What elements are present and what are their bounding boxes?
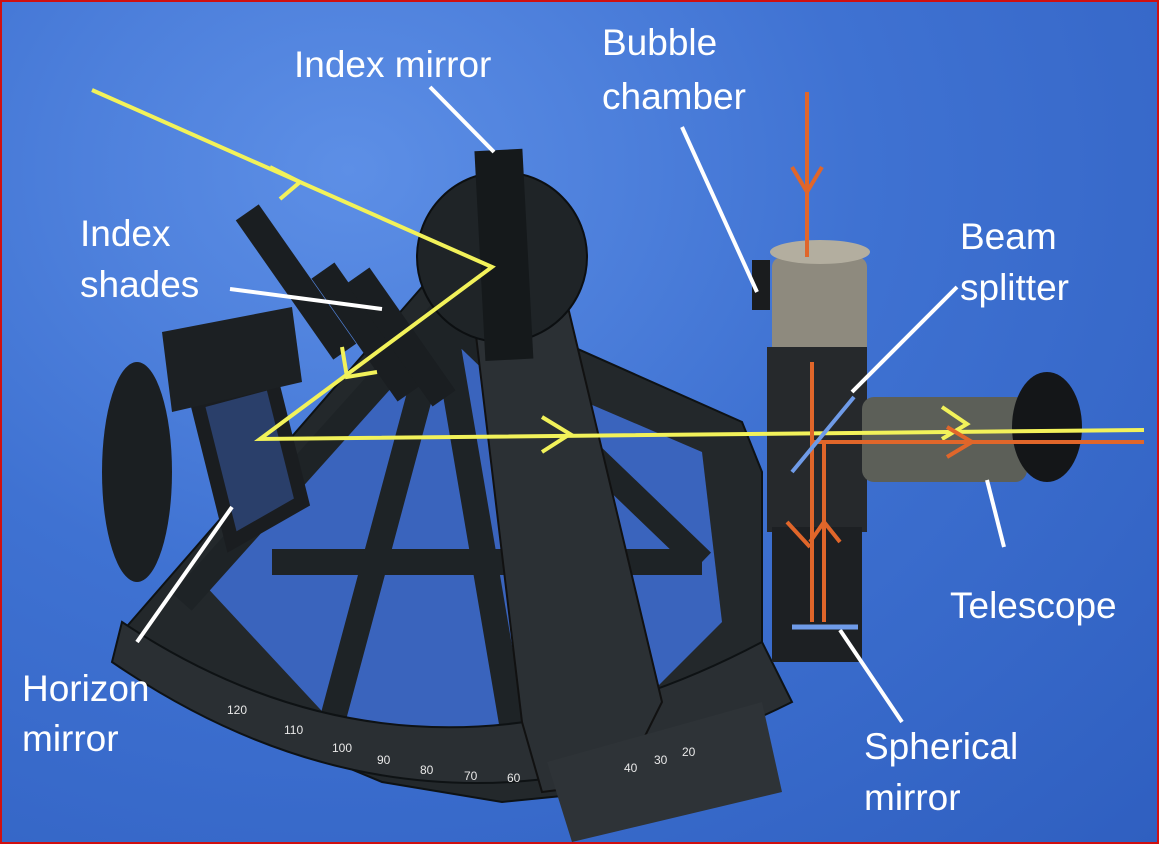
pointer-index-mirror	[428, 85, 496, 154]
bubble-chamber-cap	[770, 240, 870, 264]
arc-tick-label: 110	[284, 723, 303, 737]
index-mirror	[474, 148, 534, 362]
bubble-chamber-mount	[752, 260, 770, 310]
ray-arrow	[945, 425, 976, 459]
horizon-shade-bracket	[162, 307, 302, 412]
label-index-mirror: Index mirror	[294, 44, 492, 85]
label-index-shades-line2: shades	[80, 264, 200, 305]
pointer-lines	[135, 85, 1006, 724]
ray-arrow	[808, 518, 842, 544]
pointer-index-shades	[229, 287, 383, 311]
arc-tick-label: 120	[227, 703, 247, 717]
micrometer-tick-label: 30	[654, 753, 668, 767]
label-telescope: Telescope	[950, 585, 1117, 626]
label-spherical-mirror-line1: Spherical	[864, 726, 1019, 767]
ray-arrow	[269, 165, 304, 201]
pointer-spherical-mirror	[838, 628, 904, 724]
horizon-mirror	[188, 373, 311, 553]
micrometer-drum	[547, 702, 782, 842]
label-beam-splitter-line1: Beam	[960, 216, 1057, 257]
pointer-beam-splitter	[850, 285, 959, 394]
pointer-telescope	[985, 479, 1006, 548]
label-horizon-mirror-line1: Horizon	[22, 668, 150, 709]
label-beam-splitter-line2: splitter	[960, 267, 1069, 308]
label-bubble-chamber-line2: chamber	[602, 76, 746, 117]
arc-tick-label: 100	[332, 741, 352, 755]
arc-tick-label: 70	[464, 769, 478, 783]
arc-tick-label: 60	[507, 771, 521, 785]
bubble-chamber-body	[772, 257, 867, 367]
horizon-shades	[102, 362, 172, 582]
light-ray-path	[91, 88, 1145, 454]
micrometer-tick-label: 40	[624, 761, 638, 775]
telescope-eyepiece	[1012, 372, 1082, 482]
pointer-horizon-mirror	[135, 505, 234, 644]
label-horizon-mirror-line2: mirror	[22, 718, 119, 759]
ray-arrow	[790, 165, 824, 196]
arc-tick-label: 90	[377, 753, 391, 767]
micrometer-tick-label: 20	[682, 745, 696, 759]
arc-tick-label: 80	[420, 763, 434, 777]
label-bubble-chamber-line1: Bubble	[602, 22, 718, 63]
index-shades	[235, 204, 456, 407]
beam-splitter-marker	[790, 395, 856, 474]
arc-scale: 120 110 100 90 80 70 60 40 30 20	[227, 703, 696, 785]
ray-arrow	[785, 520, 812, 549]
label-index-shades-line1: Index	[80, 213, 171, 254]
ray-arrow	[940, 405, 971, 441]
label-spherical-mirror-line2: mirror	[864, 777, 961, 818]
ray-arrow	[340, 346, 378, 380]
pointer-bubble-chamber	[680, 126, 759, 293]
bubble-ray-path	[785, 92, 1144, 622]
ray-arrow	[540, 415, 574, 454]
